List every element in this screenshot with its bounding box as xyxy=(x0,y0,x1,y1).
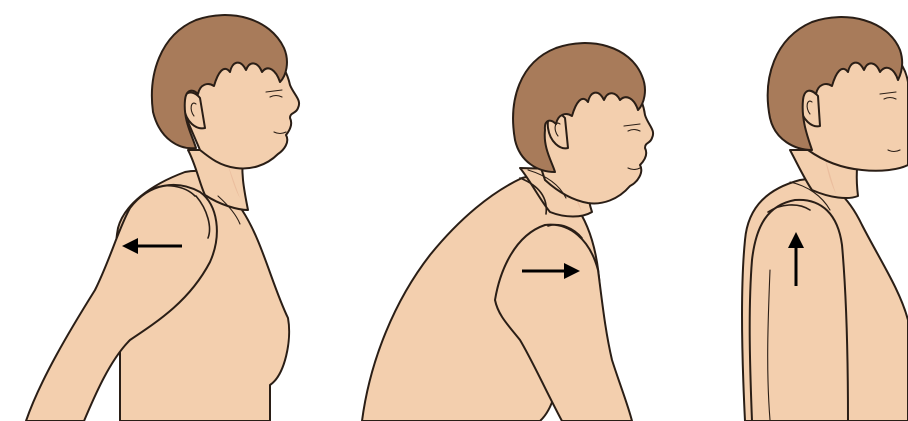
figure-shoulder-protraction xyxy=(362,43,653,421)
figure-shoulder-elevation xyxy=(742,17,908,421)
figure-shoulder-retraction xyxy=(26,15,299,421)
arm xyxy=(750,200,848,421)
